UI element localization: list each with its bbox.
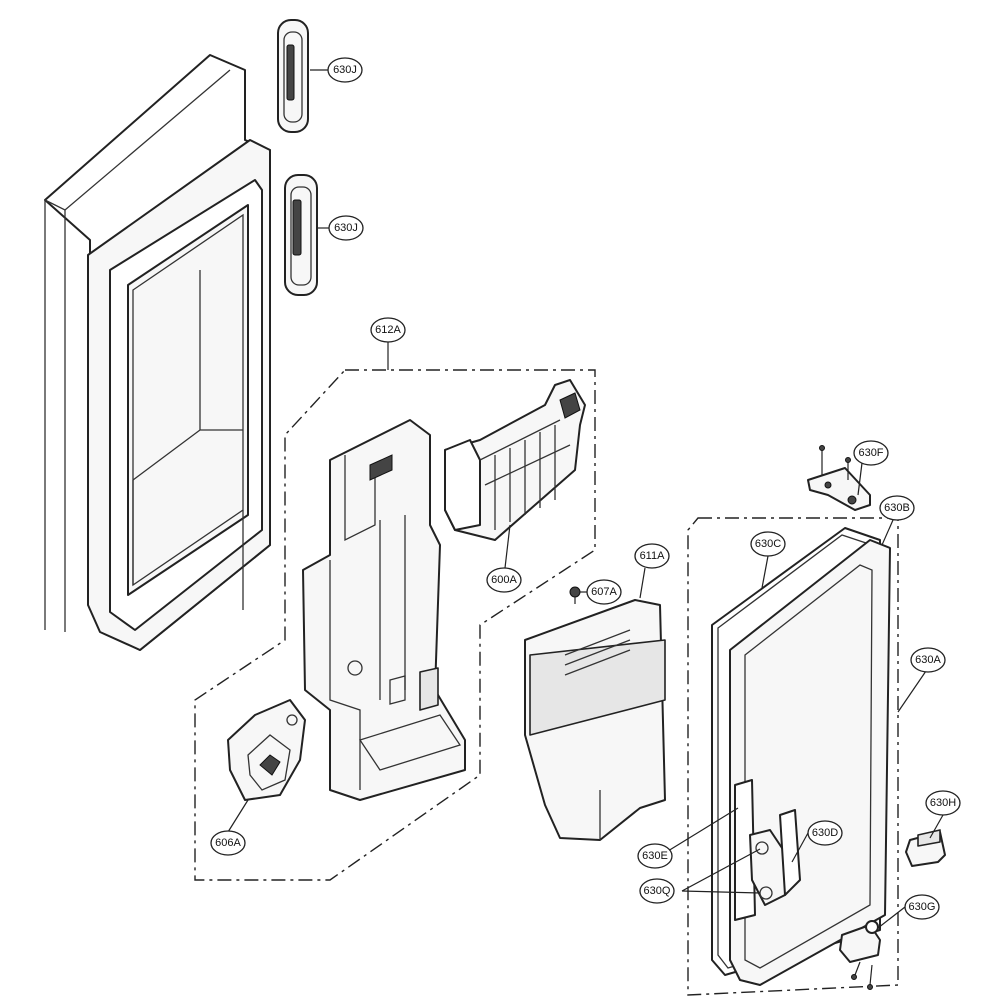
callout-630F-label: 630F (858, 447, 883, 459)
ice-maker (444, 379, 586, 541)
screw-607A (569, 586, 581, 604)
callout-600A-label: 600A (491, 574, 517, 586)
callout-630G-label: 630G (909, 901, 936, 913)
callout-611A-label: 611A (640, 550, 666, 562)
callout-630C: 630C (750, 531, 786, 557)
callout-606A: 606A (210, 830, 246, 856)
callout-630A-label: 630A (915, 654, 941, 666)
callout-630Q-label: 630Q (644, 885, 671, 897)
callout-630C-label: 630C (755, 538, 781, 550)
callout-612A: 612A (370, 317, 406, 343)
callout-630D-label: 630D (812, 827, 838, 839)
hinge-cap-lower (284, 174, 318, 296)
callout-630J-upper-label: 630J (333, 64, 357, 76)
bracket-630H (905, 829, 946, 867)
callout-630F: 630F (853, 440, 889, 466)
lower-hinge-bracket (839, 920, 881, 990)
callout-606A-label: 606A (215, 837, 241, 849)
hinge-cap-upper (277, 19, 309, 133)
hinge-bracket (807, 445, 871, 511)
callout-630J-lower-label: 630J (334, 222, 358, 234)
callout-630B-label: 630B (884, 502, 910, 514)
callout-612A-label: 612A (375, 324, 401, 336)
door-panel (44, 54, 271, 651)
callout-630G: 630G (904, 894, 940, 920)
callout-600A: 600A (486, 567, 522, 593)
ice-bin-cover (524, 599, 666, 841)
assembly-group-612A-outline (194, 369, 596, 881)
callout-630A: 630A (910, 647, 946, 673)
assembly-group-630A-outline (687, 517, 899, 996)
callout-630Q: 630Q (639, 878, 675, 904)
lever-arm (734, 779, 801, 921)
callout-607A: 607A (586, 579, 622, 605)
callout-611A: 611A (634, 543, 670, 569)
callout-630E-label: 630E (642, 850, 668, 862)
leader-lines (227, 69, 944, 929)
callout-630H-label: 630H (930, 797, 956, 809)
callout-630J-lower: 630J (328, 215, 364, 241)
callout-labels: 630J 630J 612A 600A 607A 611A 630F 630B (210, 57, 961, 920)
ice-bin-housing-bracket (302, 419, 466, 801)
callout-630H: 630H (925, 790, 961, 816)
callout-607A-label: 607A (591, 586, 617, 598)
callout-630B: 630B (879, 495, 915, 521)
dispenser-lever (227, 699, 306, 801)
callout-630J-upper: 630J (327, 57, 363, 83)
callout-630D: 630D (807, 820, 843, 846)
callout-630E: 630E (637, 843, 673, 869)
